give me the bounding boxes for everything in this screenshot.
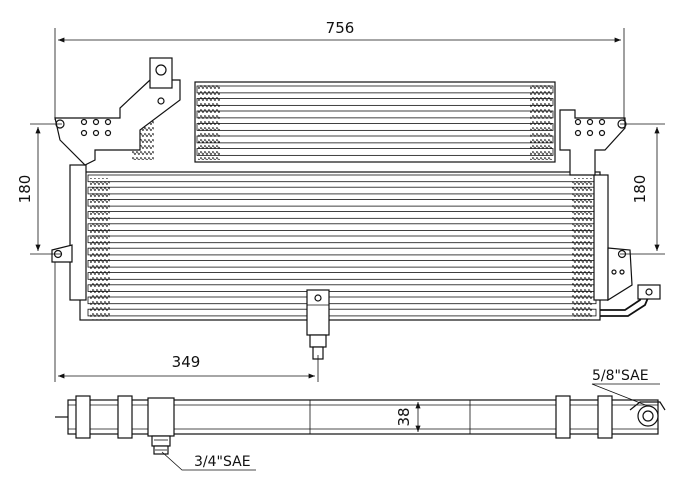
tube (87, 296, 597, 305)
tube (196, 110, 554, 119)
side-inlet-fitting (147, 397, 175, 455)
tube (87, 198, 597, 207)
left-header-tank (69, 164, 87, 301)
tube (87, 174, 597, 183)
tube (87, 186, 597, 195)
right-height-label: 180 (631, 175, 649, 204)
tube (196, 85, 554, 94)
inlet-fitting (306, 289, 330, 360)
tube (87, 235, 597, 244)
callout-outlet-fitting: 5/8"SAE (591, 368, 660, 407)
right-lower-bracket (607, 247, 633, 302)
right-upper-bracket (559, 109, 627, 176)
outlet-pipe (600, 284, 661, 317)
tube (87, 308, 597, 317)
dimension-right-height: 180 (620, 123, 665, 255)
right-header-tank (593, 174, 609, 301)
outlet-fitting-label: 5/8"SAE (592, 368, 649, 384)
left-upper-bracket (54, 79, 181, 166)
tube (87, 223, 597, 231)
dimension-overall-width: 756 (54, 19, 625, 120)
inlet-fitting-label: 3/4"SAE (194, 454, 251, 470)
front-view (51, 57, 661, 360)
tube (87, 211, 597, 219)
dimension-left-height: 180 (16, 123, 62, 255)
outlet-fitting (637, 284, 661, 300)
tube (196, 148, 554, 156)
dimension-side-thickness: 38 (395, 402, 421, 432)
tube (87, 272, 597, 280)
left-lower-bracket (51, 244, 73, 263)
tube (196, 98, 554, 106)
outlet-offset-label: 349 (172, 353, 201, 371)
callout-inlet-fitting: 3/4"SAE (161, 451, 256, 471)
tube (196, 123, 554, 131)
top-fitting (149, 57, 173, 105)
tube (196, 135, 554, 144)
side-thickness-label: 38 (395, 407, 413, 426)
main-tube-bundle (79, 171, 601, 321)
left-height-label: 180 (16, 175, 34, 204)
tube (87, 284, 597, 292)
tube (87, 247, 597, 256)
dimension-outlet-offset: 349 (54, 262, 319, 382)
upper-tube-bundle (132, 81, 556, 163)
side-view (55, 395, 666, 455)
overall-width-label: 756 (326, 19, 355, 37)
tube (87, 259, 597, 268)
